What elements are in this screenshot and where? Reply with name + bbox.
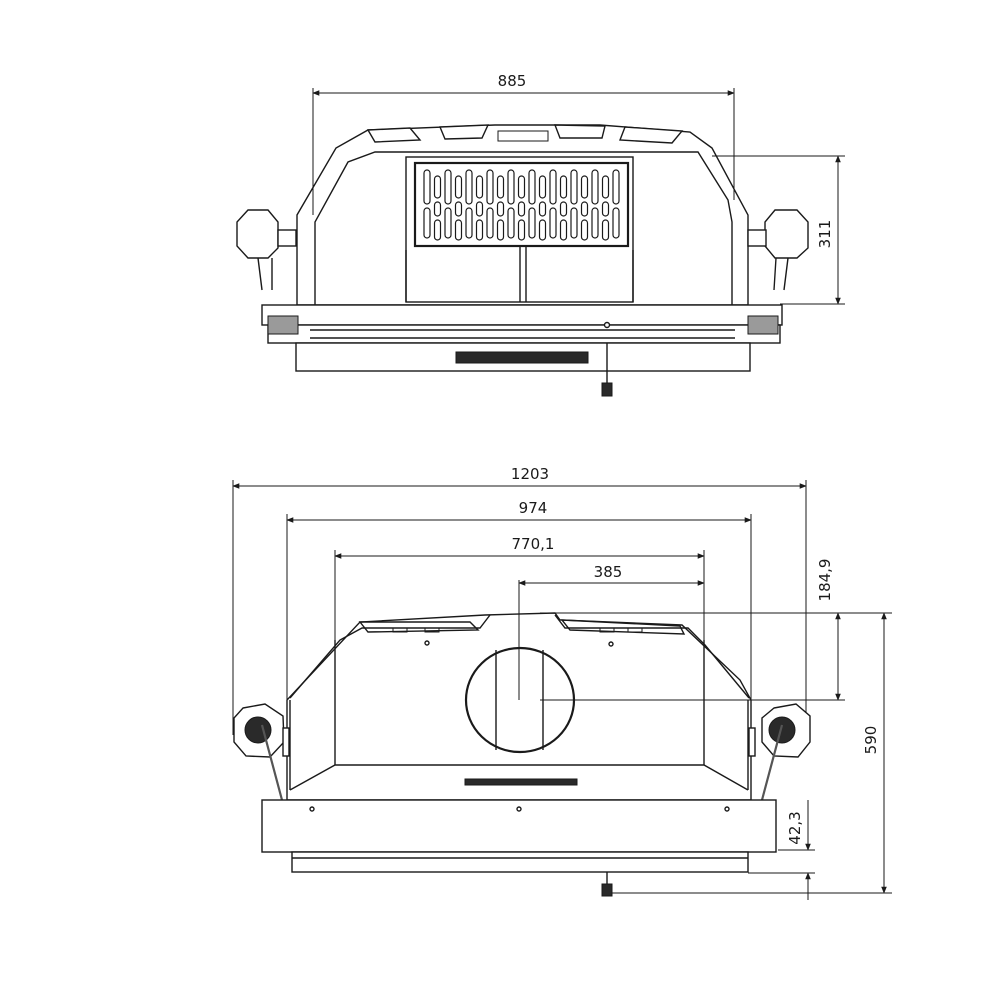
vent-slot bbox=[528, 207, 536, 239]
vent-slot bbox=[517, 175, 526, 199]
top-view: 885 311 bbox=[236, 72, 845, 397]
vent-slot bbox=[580, 201, 589, 217]
vent-slot bbox=[465, 169, 473, 205]
dimension-311: 311 bbox=[712, 155, 845, 305]
dimension-1203-label: 1203 bbox=[511, 465, 549, 483]
vent-slot bbox=[465, 207, 473, 239]
front-left-handle bbox=[233, 703, 290, 801]
vent-slot bbox=[423, 169, 431, 205]
dimension-590: 590 bbox=[612, 612, 892, 894]
vent-slot bbox=[496, 219, 505, 241]
left-handle bbox=[236, 209, 297, 291]
vent-slot bbox=[580, 175, 589, 199]
vent-slot bbox=[517, 219, 526, 241]
vent-slot bbox=[538, 201, 547, 217]
vent-slot bbox=[507, 207, 515, 239]
dimension-42-3-label: 42,3 bbox=[786, 811, 804, 844]
front-body bbox=[286, 612, 752, 801]
vent-slot bbox=[486, 169, 494, 205]
vent-slot bbox=[559, 175, 568, 199]
vent-slot bbox=[570, 207, 578, 239]
vent-slot bbox=[454, 219, 463, 241]
dimension-385-label: 385 bbox=[594, 563, 623, 581]
vent-slot bbox=[454, 201, 463, 217]
right-handle bbox=[747, 209, 809, 291]
vent-slot bbox=[549, 207, 557, 239]
vent-slot bbox=[423, 207, 431, 239]
vent-slot bbox=[475, 175, 484, 199]
vent-slot bbox=[444, 207, 452, 239]
dimension-885-label: 885 bbox=[498, 72, 527, 90]
vent-slot bbox=[486, 207, 494, 239]
vent-slot bbox=[591, 169, 599, 205]
vent-slot bbox=[601, 175, 610, 199]
vent-slot bbox=[433, 219, 442, 241]
vent-slot bbox=[475, 201, 484, 217]
vent-slot bbox=[454, 175, 463, 199]
dimension-885: 885 bbox=[312, 72, 735, 215]
top-base-frame bbox=[261, 304, 783, 397]
top-brackets bbox=[358, 619, 686, 647]
vent-slot bbox=[559, 219, 568, 241]
dimension-974-label: 974 bbox=[519, 499, 548, 517]
vent-slot bbox=[496, 201, 505, 217]
vent-slot bbox=[528, 169, 536, 205]
top-cap bbox=[366, 124, 684, 144]
logo-strip bbox=[464, 778, 578, 786]
vent-slot bbox=[601, 201, 610, 217]
vent-slot bbox=[433, 175, 442, 199]
vent-panel bbox=[405, 156, 634, 303]
vent-slot bbox=[580, 219, 589, 241]
vent-slot bbox=[496, 175, 505, 199]
dimension-184-9-label: 184,9 bbox=[816, 559, 834, 602]
dimension-770-1-label: 770,1 bbox=[512, 535, 555, 553]
dimension-42-3: 42,3 bbox=[748, 800, 815, 900]
vent-slot bbox=[444, 169, 452, 205]
vent-slot bbox=[549, 169, 557, 205]
dimension-385: 385 bbox=[518, 563, 705, 700]
vent-slot bbox=[591, 207, 599, 239]
dimension-184-9: 184,9 bbox=[540, 559, 845, 701]
dimension-590-label: 590 bbox=[862, 726, 880, 755]
dimension-311-label: 311 bbox=[816, 220, 834, 249]
front-right-handle bbox=[748, 703, 811, 801]
front-base-frame bbox=[261, 799, 777, 897]
dimension-974: 974 bbox=[286, 499, 752, 700]
vent-slot bbox=[538, 175, 547, 199]
front-view: 1203 974 770,1 385 184,9 bbox=[232, 465, 892, 900]
vent-slot bbox=[517, 201, 526, 217]
vent-slot bbox=[538, 219, 547, 241]
vent-slot bbox=[475, 219, 484, 241]
dimension-1203: 1203 bbox=[232, 465, 807, 735]
flue-outlet bbox=[464, 646, 576, 754]
vent-slot bbox=[612, 207, 620, 239]
vent-slot bbox=[507, 169, 515, 205]
vent-slot bbox=[433, 201, 442, 217]
vent-slot bbox=[601, 219, 610, 241]
vent-slot bbox=[559, 201, 568, 217]
vent-slot bbox=[570, 169, 578, 205]
vent-slots bbox=[423, 169, 620, 241]
vent-slot bbox=[612, 169, 620, 205]
